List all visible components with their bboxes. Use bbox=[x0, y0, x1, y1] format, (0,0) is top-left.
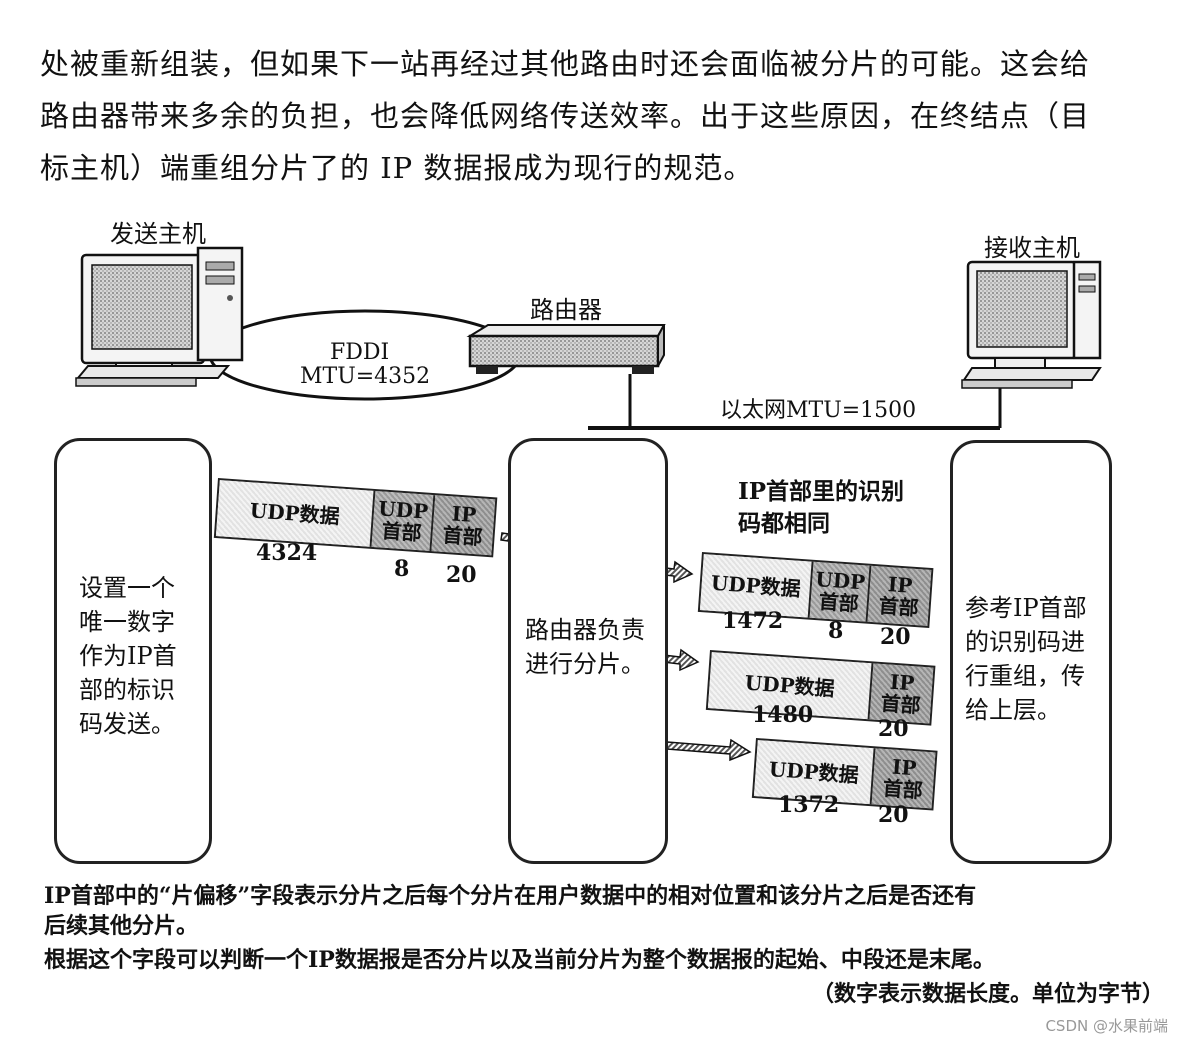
watermark: CSDN @水果前端 bbox=[1045, 1017, 1168, 1035]
sender-panel-line: 设置一个 bbox=[79, 574, 175, 602]
caption-line: IP首部中的“片偏移”字段表示分片之后每个分片在用户数据中的相对位置和该分片之后… bbox=[44, 883, 977, 909]
size-label: 8 bbox=[394, 556, 410, 582]
receiver-panel-line: 的识别码进 bbox=[965, 628, 1085, 656]
fddi-label: FDDI bbox=[330, 340, 390, 365]
same-id-note-line: 码都相同 bbox=[738, 510, 830, 537]
size-label: 1372 bbox=[778, 792, 840, 818]
receiver-panel-line: 给上层。 bbox=[965, 696, 1061, 724]
size-label: 20 bbox=[446, 562, 477, 588]
intro-line: 处被重新组装，但如果下一站再经过其他路由时还会面临被分片的可能。这会给 bbox=[40, 47, 1091, 81]
router-panel: 路由器负责 进行分片。 bbox=[508, 438, 668, 864]
unit-note: （数字表示数据长度。单位为字节） bbox=[811, 981, 1164, 1007]
ethernet-mtu-label: 以太网MTU=1500 bbox=[720, 398, 917, 423]
intro-paragraph: 处被重新组装，但如果下一站再经过其他路由时还会面临被分片的可能。这会给 路由器带… bbox=[40, 38, 1170, 194]
receiver-panel-text: 参考IP首部 的识别码进 行重组，传 给上层。 bbox=[965, 591, 1087, 727]
intro-line: 路由器带来多余的负担，也会降低网络传送效率。出于这些原因，在终结点（目 bbox=[40, 99, 1091, 133]
router-panel-line: 路由器负责 bbox=[525, 616, 645, 644]
ip-header-label: 首部 bbox=[441, 522, 484, 550]
caption-line: 根据这个字段可以判断一个IP数据报是否分片以及当前分片为整个数据报的起始、中段还… bbox=[44, 947, 995, 973]
size-label: 8 bbox=[828, 618, 844, 644]
size-label: 4324 bbox=[256, 540, 318, 566]
router-label: 路由器 bbox=[530, 296, 602, 324]
sender-panel-line: 部的标识 bbox=[79, 676, 175, 704]
size-label: 1472 bbox=[722, 608, 784, 634]
size-label: 1480 bbox=[752, 702, 814, 728]
size-label: 20 bbox=[878, 802, 909, 828]
sender-host-label: 发送主机 bbox=[110, 220, 206, 248]
sender-panel-line: 唯一数字 bbox=[79, 608, 175, 636]
udp-header-label: 首部 bbox=[380, 518, 423, 546]
same-id-note-line: IP首部里的识别 bbox=[738, 478, 905, 505]
size-label: 20 bbox=[878, 716, 909, 742]
router-icon bbox=[466, 324, 666, 374]
caption-line: 后续其他分片。 bbox=[44, 913, 199, 939]
udp-header-label: 首部 bbox=[817, 589, 860, 617]
receiver-panel: 参考IP首部 的识别码进 行重组，传 给上层。 bbox=[950, 440, 1112, 864]
sender-computer-icon bbox=[75, 246, 244, 387]
sender-panel-line: 码发送。 bbox=[79, 710, 175, 738]
size-label: 20 bbox=[880, 624, 911, 650]
same-id-note: IP首部里的识别 码都相同 bbox=[738, 476, 904, 540]
router-panel-text: 路由器负责 进行分片。 bbox=[525, 613, 645, 681]
intro-line: 标主机）端重组分片了的 IP 数据报成为现行的规范。 bbox=[40, 151, 754, 185]
ip-header-label: 首部 bbox=[881, 775, 924, 803]
sender-panel-text: 设置一个 唯一数字 作为IP首 部的标识 码发送。 bbox=[79, 571, 177, 741]
ip-header-label: 首部 bbox=[877, 593, 920, 621]
fddi-mtu-label: MTU=4352 bbox=[300, 364, 431, 389]
ip-header-label: 首部 bbox=[879, 691, 922, 718]
sender-panel-line: 作为IP首 bbox=[79, 642, 177, 670]
receiver-computer-icon bbox=[961, 260, 1102, 389]
router-panel-line: 进行分片。 bbox=[525, 650, 645, 678]
receiver-host-label: 接收主机 bbox=[984, 234, 1080, 262]
sender-panel: 设置一个 唯一数字 作为IP首 部的标识 码发送。 bbox=[54, 438, 212, 864]
udp-data-segment: UDP数据 bbox=[215, 480, 376, 547]
receiver-panel-line: 参考IP首部 bbox=[965, 594, 1087, 622]
receiver-panel-line: 行重组，传 bbox=[965, 662, 1085, 690]
